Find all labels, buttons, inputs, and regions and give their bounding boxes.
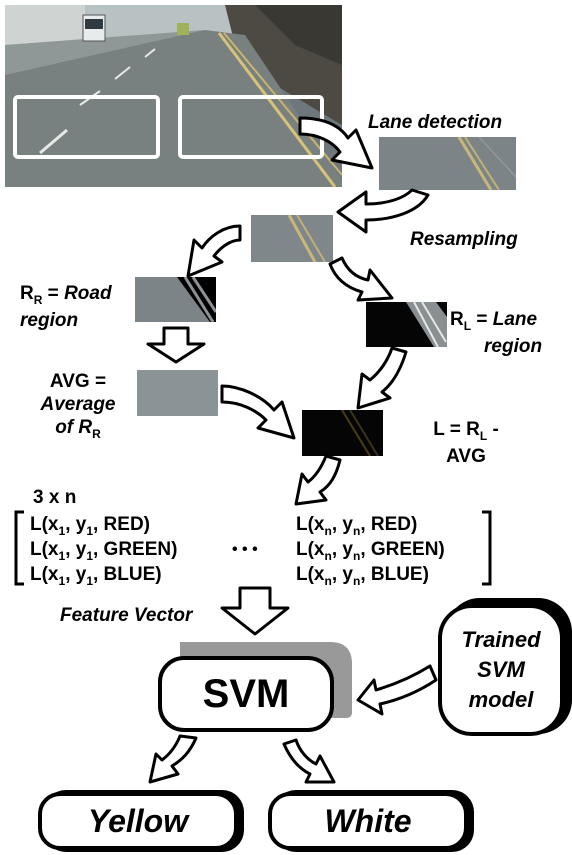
arrow-to-lane-detection [298,116,374,170]
svm-box: SVM [158,656,334,732]
matrix-left-bracket [14,510,24,586]
resampling-label: Resampling [410,229,518,250]
arrow-svm-to-white [282,738,336,784]
lane-region-patch [366,302,447,347]
matrix-right-row-green: L(xn, yn, GREEN) [296,539,445,563]
lane-region-label: RL = Lane region [450,309,543,357]
matrix-left-row-red: L(x1, y1, RED) [30,514,150,538]
lane-detection-patch [379,137,516,190]
arrow-feature-to-svm [220,586,290,636]
road-photo [5,5,342,187]
matrix-right-row-red: L(xn, yn, RED) [296,514,418,538]
matrix-size-label: 3 x n [33,487,77,508]
matrix-right-column: L(xn, yn, RED) L(xn, yn, GREEN) L(xn, yn… [296,513,445,588]
feature-vector-label: Feature Vector [60,605,193,626]
arrow-avg-to-difference [220,384,296,440]
trained-model-box: Trained SVM model [438,604,564,736]
matrix-left-column: L(x1, y1, RED) L(x1, y1, GREEN) L(x1, y1… [30,513,177,588]
output-yellow: Yellow [38,792,238,850]
avg-label: AVG = Average of RR [40,371,116,441]
road-region-label: RR = Road region [20,283,112,331]
l-equation-label: L = RL - AVG [433,419,499,467]
arrow-model-to-svm [356,664,438,716]
arrow-to-avg [146,326,206,364]
matrix-left-row-blue: L(x1, y1, BLUE) [30,564,162,588]
arrow-difference-to-matrix [294,454,342,506]
difference-patch [302,410,383,456]
arrow-svm-to-yellow [148,734,198,784]
matrix-left-row-green: L(x1, y1, GREEN) [30,539,178,563]
arrow-to-road-region [186,224,242,278]
arrow-to-lane-region [328,256,394,302]
svm-label: SVM [202,671,290,716]
matrix-right-row-blue: L(xn, yn, BLUE) [296,564,429,588]
arrow-lane-to-difference [356,346,408,410]
matrix-right-bracket [482,510,492,586]
road-region-patch [135,277,216,322]
resampled-patch [251,215,333,262]
arrow-to-resampling [336,188,430,234]
avg-patch [137,370,218,416]
matrix-ellipsis: • • • [232,541,258,558]
output-white: White [268,792,468,850]
lane-detection-label: Lane detection [368,112,503,133]
